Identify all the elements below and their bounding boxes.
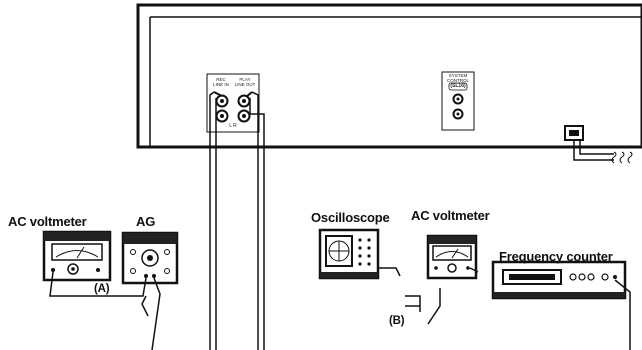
line-jack-block (206, 73, 260, 133)
system-control-label: SYSTEM CONTROL (446, 73, 469, 83)
oscilloscope-device (318, 228, 380, 280)
deck-back-panel (136, 3, 642, 149)
system-control-jack-1 (452, 93, 464, 105)
frequency-counter-label: Frequency counter (499, 249, 613, 264)
play-line-out-label: PLAY LINE OUT (234, 77, 256, 87)
frequency-counter-device (491, 260, 627, 300)
oscilloscope-label: Oscilloscope (311, 210, 390, 225)
channel-marks-label: L R (229, 123, 237, 129)
system-control-badge: (SL16) (450, 83, 466, 89)
connection-a-cables (49, 271, 161, 350)
ag-device (121, 231, 179, 285)
rec-line-in-jack-l (215, 94, 229, 108)
power-cord (564, 125, 633, 164)
play-line-out-jack-r (237, 109, 251, 123)
system-control-block (441, 71, 475, 131)
connection-b-cables (378, 267, 631, 350)
rec-line-in-jack-r (215, 109, 229, 123)
ac-voltmeter-right-label: AC voltmeter (411, 208, 490, 223)
deck-signal-cables (209, 91, 265, 350)
rec-line-in-label: REC LINE IN (213, 77, 229, 87)
connection-b-label: (B) (389, 315, 405, 327)
ac-voltmeter-left-device (42, 230, 112, 282)
ag-label: AG (136, 214, 156, 229)
play-line-out-jack-l (237, 94, 251, 108)
system-control-jack-2 (452, 108, 464, 120)
connection-a-label: (A) (94, 283, 110, 295)
ac-voltmeter-right-device (426, 234, 478, 280)
ac-voltmeter-left-label: AC voltmeter (8, 214, 87, 229)
